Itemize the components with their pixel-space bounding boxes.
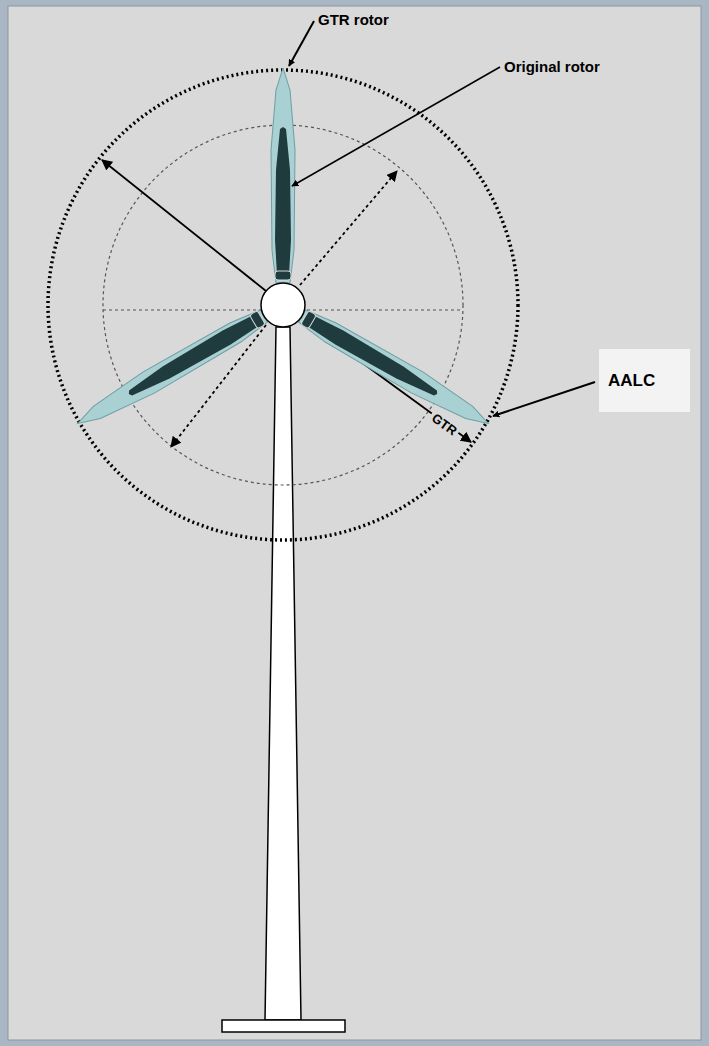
part-label: Original rotor bbox=[504, 58, 600, 76]
gtr-radius-arrow bbox=[102, 160, 266, 291]
tower bbox=[265, 327, 301, 1020]
callout-box: AALC bbox=[599, 349, 690, 412]
blade bbox=[271, 68, 295, 283]
label-text: GTR rotor bbox=[318, 11, 389, 28]
leader-line bbox=[289, 21, 314, 66]
tower-base bbox=[222, 1020, 345, 1032]
leader-line bbox=[292, 67, 500, 186]
blade bbox=[296, 306, 494, 434]
blade bbox=[72, 306, 270, 434]
hub bbox=[261, 283, 305, 327]
part-label: GTR rotor bbox=[318, 11, 389, 29]
leader-line bbox=[493, 382, 595, 416]
original-radius-arrow bbox=[300, 171, 397, 285]
rotor-blades bbox=[72, 68, 494, 434]
label-text: Original rotor bbox=[504, 58, 600, 75]
background-panel bbox=[8, 6, 701, 1040]
callout-text: AALC bbox=[608, 371, 655, 391]
